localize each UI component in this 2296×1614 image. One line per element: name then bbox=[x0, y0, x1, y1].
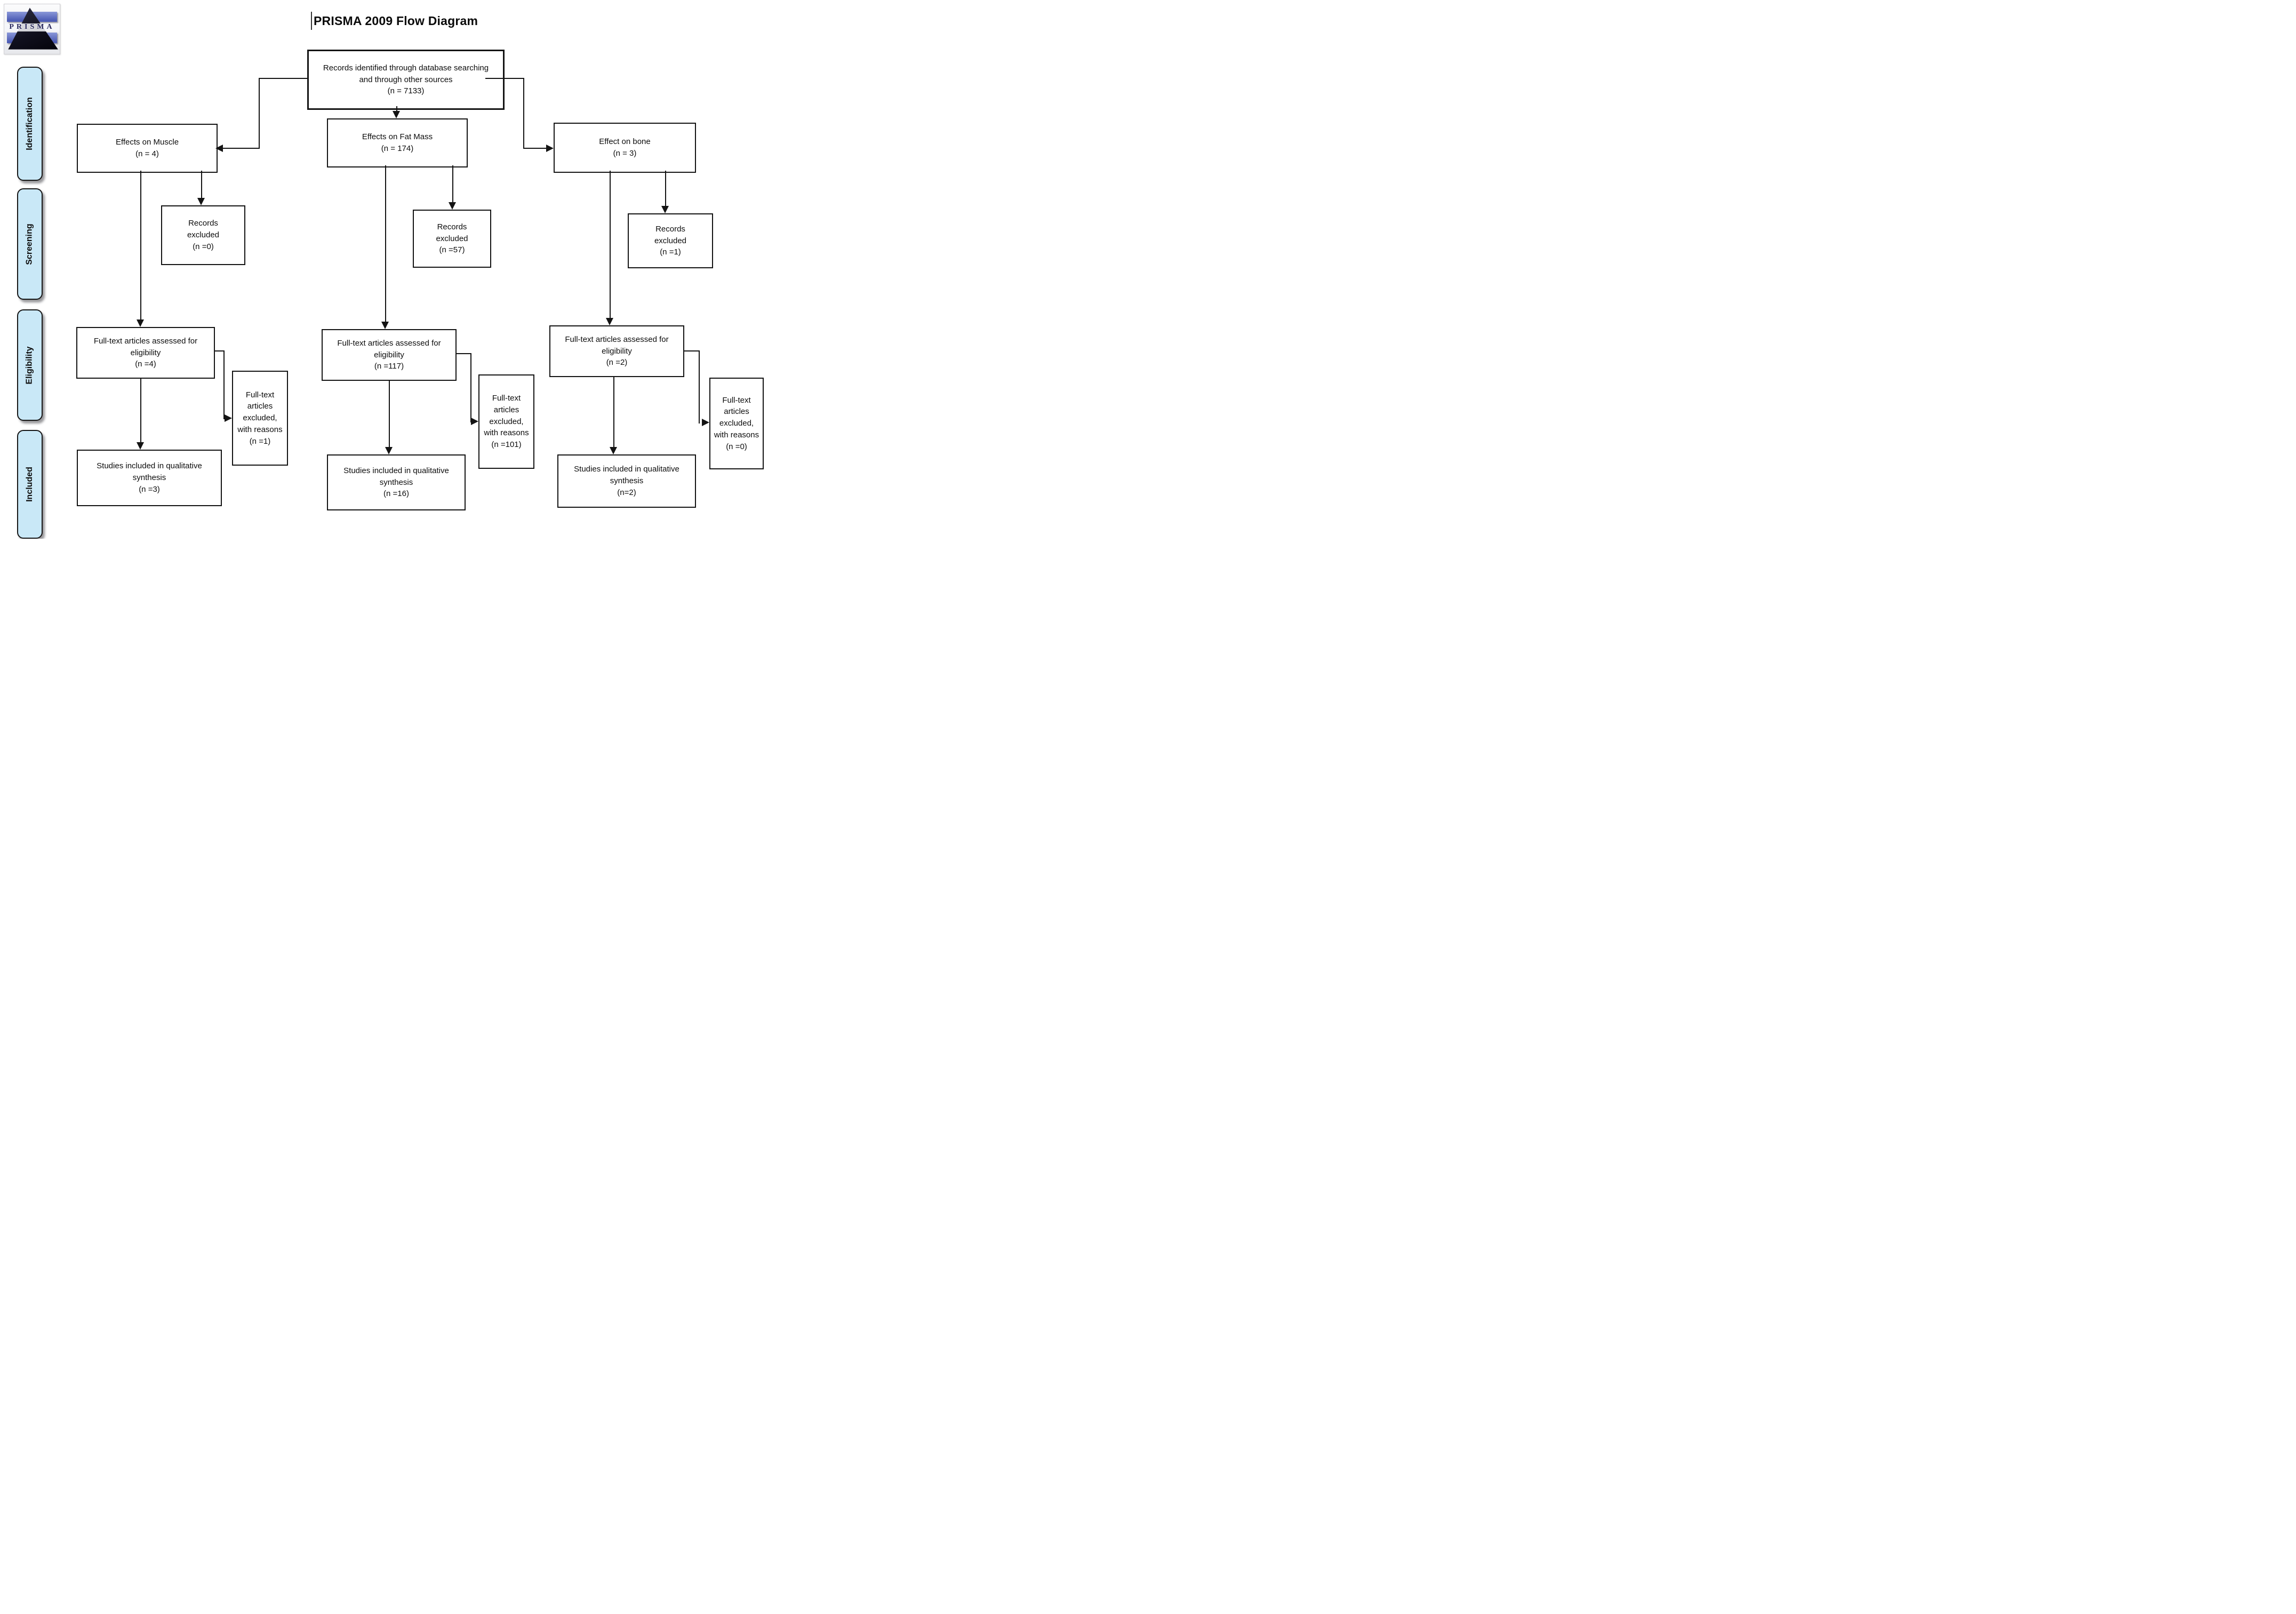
box-n-value: (n = 174) bbox=[381, 144, 414, 153]
connector-line bbox=[389, 381, 390, 448]
connector-line bbox=[457, 353, 471, 354]
arrow-right-icon bbox=[471, 418, 478, 425]
box-label: Records excluded bbox=[187, 219, 220, 240]
box-n-value: (n =16) bbox=[383, 489, 409, 499]
arrow-down-icon bbox=[197, 198, 205, 205]
arrow-down-icon bbox=[137, 442, 144, 450]
box-label: Effect on bone bbox=[599, 137, 651, 147]
box-label: Full-text articles assessed for eligibil… bbox=[93, 336, 198, 357]
box-n-value: (n =57) bbox=[439, 245, 465, 255]
box-label: Records excluded bbox=[436, 222, 468, 243]
box-n-value: (n =3) bbox=[139, 484, 160, 494]
arrow-down-icon bbox=[661, 206, 669, 213]
arrow-down-icon bbox=[385, 447, 393, 454]
box-effects-on-muscle: Effects on Muscle (n = 4) bbox=[77, 124, 218, 173]
box-label: Studies included in qualitative synthesi… bbox=[97, 461, 202, 483]
box-n-value: (n =1) bbox=[660, 247, 681, 257]
box-fulltext-excluded-muscle: Full-text articles excluded, with reason… bbox=[232, 371, 288, 466]
prisma-logo: PRISMA bbox=[4, 4, 60, 54]
connector-line bbox=[385, 165, 386, 323]
box-records-excluded-muscle: Records excluded (n =0) bbox=[161, 205, 245, 265]
box-label: Full-text articles excluded, with reason… bbox=[237, 390, 283, 434]
connector-line bbox=[523, 78, 524, 149]
connector-line bbox=[485, 78, 524, 79]
box-studies-included-fat-mass: Studies included in qualitative synthesi… bbox=[327, 454, 466, 510]
connector-line bbox=[140, 171, 141, 321]
box-n-value: (n=2) bbox=[617, 488, 636, 497]
connector-line bbox=[259, 78, 260, 149]
stage-eligibility: Eligibility bbox=[17, 309, 43, 421]
box-studies-included-bone: Studies included in qualitative synthesi… bbox=[557, 454, 696, 508]
connector-line bbox=[665, 171, 666, 207]
connector-line bbox=[452, 165, 453, 203]
connector-line bbox=[201, 171, 202, 199]
connector-line bbox=[222, 148, 260, 149]
stage-label: Identification bbox=[25, 97, 34, 150]
box-n-value: (n =117) bbox=[374, 362, 404, 371]
arrow-down-icon bbox=[606, 318, 613, 325]
arrow-down-icon bbox=[137, 319, 144, 327]
box-records-identified: Records identified through database sear… bbox=[307, 50, 505, 110]
box-fulltext-assessed-fat-mass: Full-text articles assessed for eligibil… bbox=[322, 329, 457, 381]
arrow-left-icon bbox=[215, 145, 223, 152]
connector-line bbox=[259, 78, 308, 79]
arrow-right-icon bbox=[702, 419, 709, 426]
box-n-value: (n =2) bbox=[606, 358, 628, 367]
arrow-down-icon bbox=[610, 447, 617, 454]
box-n-value: (n = 3) bbox=[613, 149, 637, 158]
diagram-title: PRISMA 2009 Flow Diagram bbox=[314, 14, 478, 28]
stage-identification: Identification bbox=[17, 67, 43, 181]
box-effect-on-bone: Effect on bone (n = 3) bbox=[554, 123, 696, 173]
stage-screening: Screening bbox=[17, 188, 43, 300]
box-n-value: (n = 4) bbox=[135, 149, 159, 158]
logo-text: PRISMA bbox=[9, 23, 55, 31]
box-n-value: (n =101) bbox=[491, 440, 522, 450]
prisma-flow-diagram: PRISMA PRISMA 2009 Flow Diagram Identifi… bbox=[0, 0, 766, 539]
box-label: Studies included in qualitative synthesi… bbox=[574, 465, 679, 486]
box-label: Records excluded bbox=[654, 224, 687, 245]
connector-line bbox=[396, 106, 397, 112]
arrow-down-icon bbox=[381, 322, 389, 329]
arrow-right-icon bbox=[225, 414, 232, 422]
box-label: Effects on Muscle bbox=[115, 138, 179, 147]
stage-included: Included bbox=[17, 430, 43, 539]
text-caret bbox=[311, 12, 312, 30]
box-label: Effects on Fat Mass bbox=[362, 132, 433, 142]
box-label: Full-text articles excluded, with reason… bbox=[484, 394, 529, 438]
box-n-value: (n =0) bbox=[193, 242, 214, 251]
logo-band bbox=[4, 23, 60, 32]
stage-label: Eligibility bbox=[25, 346, 34, 385]
stage-label: Included bbox=[25, 467, 34, 502]
connector-line bbox=[610, 171, 611, 319]
box-fulltext-excluded-bone: Full-text articles excluded, with reason… bbox=[709, 378, 764, 469]
box-records-excluded-fat-mass: Records excluded (n =57) bbox=[413, 210, 491, 268]
arrow-down-icon bbox=[449, 202, 456, 210]
arrow-right-icon bbox=[546, 145, 554, 152]
box-label: Full-text articles assessed for eligibil… bbox=[565, 334, 669, 356]
stage-label: Screening bbox=[25, 223, 35, 265]
box-records-excluded-bone: Records excluded (n =1) bbox=[628, 213, 713, 268]
box-fulltext-assessed-bone: Full-text articles assessed for eligibil… bbox=[549, 325, 684, 377]
box-n-value: (n =0) bbox=[726, 442, 747, 451]
box-fulltext-assessed-muscle: Full-text articles assessed for eligibil… bbox=[76, 327, 215, 379]
arrow-down-icon bbox=[393, 111, 400, 118]
connector-line bbox=[699, 350, 700, 424]
box-label: Records identified through database sear… bbox=[323, 63, 489, 84]
box-label: Full-text articles assessed for eligibil… bbox=[337, 338, 441, 359]
connector-line bbox=[215, 350, 225, 351]
connector-line bbox=[613, 377, 614, 448]
box-n-value: (n = 7133) bbox=[387, 86, 425, 96]
box-n-value: (n =4) bbox=[135, 359, 156, 369]
box-effects-on-fat-mass: Effects on Fat Mass (n = 174) bbox=[327, 118, 468, 167]
connector-line bbox=[470, 353, 471, 422]
connector-line bbox=[524, 148, 547, 149]
connector-line bbox=[140, 379, 141, 443]
box-studies-included-muscle: Studies included in qualitative synthesi… bbox=[77, 450, 222, 506]
box-n-value: (n =1) bbox=[249, 436, 271, 446]
connector-line bbox=[223, 350, 225, 419]
box-label: Studies included in qualitative synthesi… bbox=[343, 466, 449, 487]
box-label: Full-text articles excluded, with reason… bbox=[714, 395, 759, 440]
connector-line bbox=[684, 350, 700, 351]
box-fulltext-excluded-fat-mass: Full-text articles excluded, with reason… bbox=[478, 374, 534, 469]
